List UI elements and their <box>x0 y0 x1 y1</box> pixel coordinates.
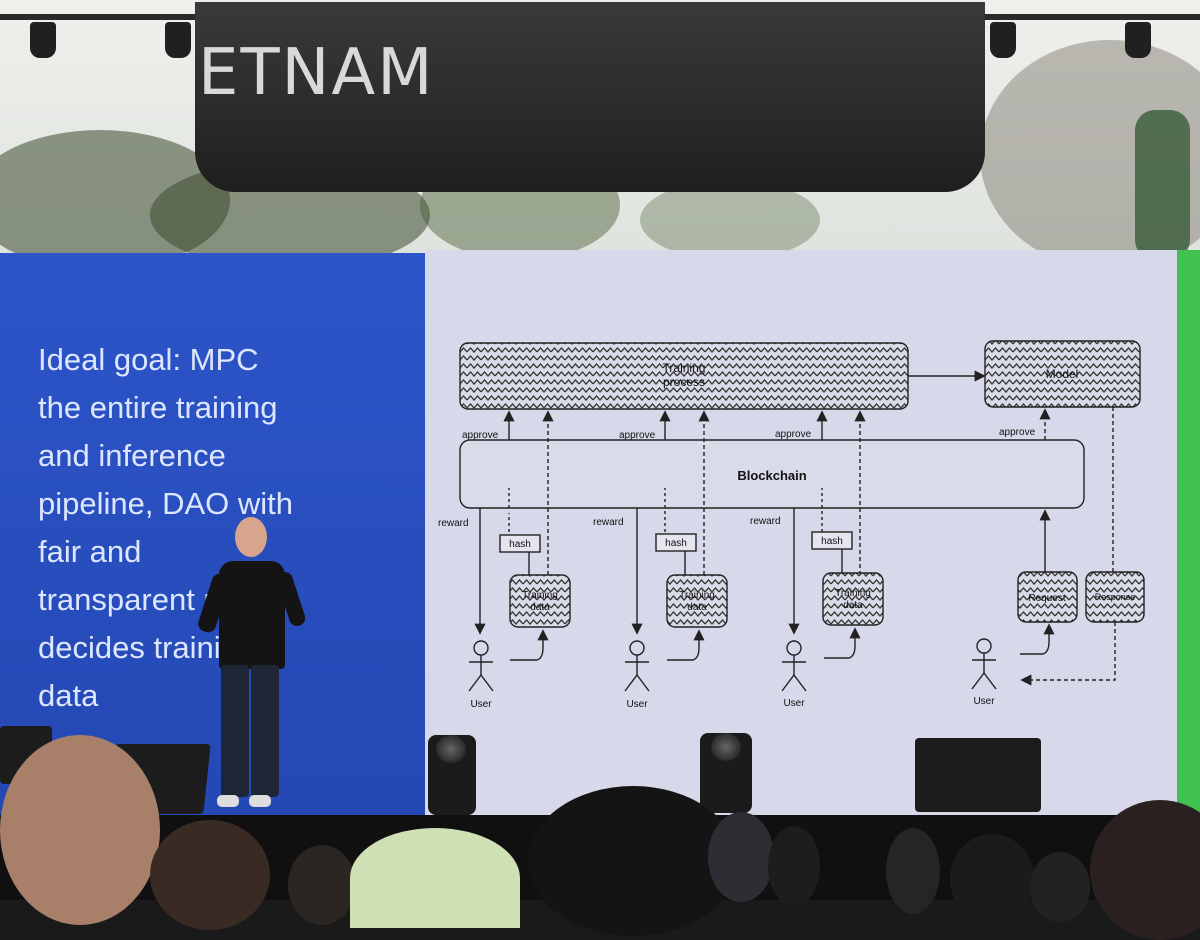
light-lens <box>436 735 466 763</box>
screen-green-edge <box>1177 250 1200 816</box>
blockchain-label: Blockchain <box>737 468 806 483</box>
user-label: User <box>626 699 648 710</box>
audience-head <box>288 845 356 925</box>
slide-line: pipeline, DAO with <box>38 486 294 521</box>
model-label: Model <box>1046 367 1079 381</box>
audience-head <box>950 834 1034 924</box>
slide-left-panel <box>0 253 425 815</box>
response-label: Response <box>1095 592 1136 602</box>
training-data-box <box>666 574 728 628</box>
hash-box <box>499 534 541 553</box>
stage-monitor-speaker <box>915 738 1041 812</box>
reward-label: reward <box>750 516 781 527</box>
audience-head <box>1030 852 1090 922</box>
request-box <box>1017 571 1078 623</box>
banner-text: ETNAM <box>198 36 435 110</box>
hash-label: hash <box>665 538 687 549</box>
user-figure <box>971 638 997 690</box>
slide-line: the entire training <box>38 390 278 425</box>
hash-label: hash <box>509 539 531 550</box>
approve-label: approve <box>775 429 812 440</box>
approve-label: approve <box>619 430 656 441</box>
training-data-box <box>509 574 571 628</box>
approve-label: approve <box>462 430 499 441</box>
hash-box <box>811 531 853 550</box>
blockchain-box <box>459 439 1085 509</box>
slide-line: data <box>38 678 99 713</box>
audience-head <box>708 812 774 902</box>
audience-hat <box>350 828 520 928</box>
request-label: Request <box>1028 593 1065 604</box>
audience-head <box>0 735 160 925</box>
slide-line: fair and <box>38 534 142 569</box>
audience-head <box>768 826 820 906</box>
hash-label: hash <box>821 536 843 547</box>
stage-lamp <box>30 22 56 58</box>
user-figure <box>781 640 807 692</box>
user-label: User <box>973 696 995 707</box>
light-lens <box>711 733 741 761</box>
approve-label: approve <box>999 427 1036 438</box>
audience-head <box>528 786 738 936</box>
stage-lamp <box>165 22 191 58</box>
stage-lamp <box>1125 22 1151 58</box>
slide-line: and inference <box>38 438 226 473</box>
user-label: User <box>783 698 805 709</box>
slide-line: Ideal goal: MPC <box>38 342 259 377</box>
user-figure <box>624 640 650 692</box>
audience-head <box>150 820 270 930</box>
reward-label: reward <box>438 518 469 529</box>
slide-line: decides training <box>38 630 256 665</box>
event-banner <box>195 2 985 192</box>
stage-lamp <box>990 22 1016 58</box>
audience-head <box>886 828 940 914</box>
user-figure <box>468 640 494 692</box>
reward-label: reward <box>593 517 624 528</box>
hash-box <box>655 533 697 552</box>
training-data-box <box>822 572 884 626</box>
user-label: User <box>470 699 492 710</box>
speaker-person <box>196 515 308 820</box>
